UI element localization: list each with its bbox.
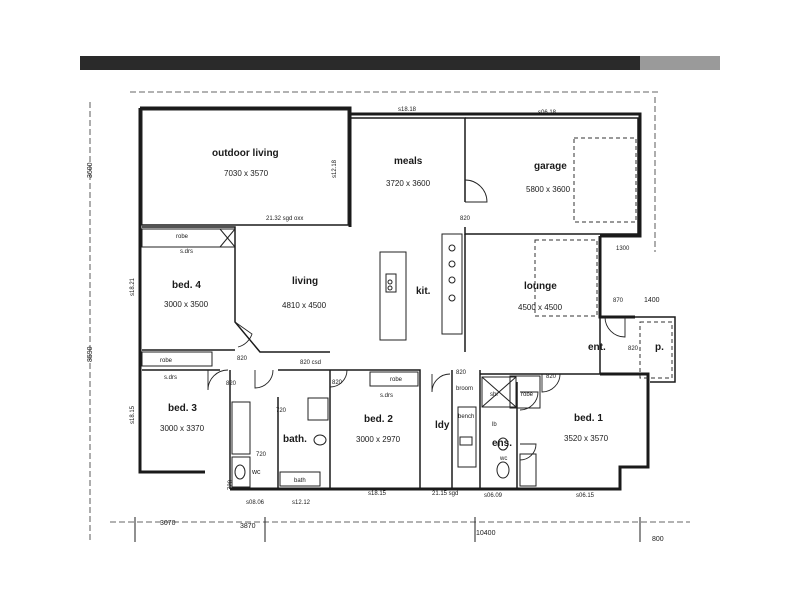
- dimension-3070: 3070: [160, 520, 176, 527]
- lb-label: lb: [492, 422, 497, 428]
- garage-car-outline: [573, 137, 637, 223]
- bath-fixture-label: bath: [294, 478, 306, 484]
- bench-label: bench: [458, 414, 474, 420]
- door-820-ldy: 820: [456, 370, 467, 376]
- door-820-bed3: 820: [226, 381, 237, 387]
- robes: [141, 228, 541, 409]
- garage-name: garage: [534, 161, 567, 172]
- outdoor-living-area: [141, 109, 349, 226]
- window-left-1: s18.21: [130, 277, 136, 296]
- bed2-size: 3000 x 2970: [356, 435, 401, 444]
- window-bottom-5: s06.15: [576, 493, 595, 499]
- bed4-size: 3000 x 3500: [164, 300, 209, 309]
- sdrs-label-bed2: s.drs: [380, 393, 393, 399]
- dimension-1300: 1300: [616, 246, 630, 252]
- porch-name: p.: [655, 342, 664, 353]
- sgd-outdoor-label: 21.32 sgd oxx: [266, 216, 303, 222]
- robe-label-bed1: robe: [521, 392, 534, 398]
- dimension-8590: 8590: [87, 346, 94, 362]
- bed3-size: 3000 x 3370: [160, 424, 205, 433]
- bed2-name: bed. 2: [364, 414, 393, 425]
- living-name: living: [292, 276, 318, 287]
- window-bottom-2: s12.12: [292, 500, 311, 506]
- window-meals: s12.18: [332, 159, 338, 178]
- interior-walls: [142, 117, 640, 489]
- meals-size: 3720 x 3600: [386, 179, 431, 188]
- door-820-meals: 820: [460, 216, 471, 222]
- door-820-bed4: 820: [237, 356, 248, 362]
- meals-name: meals: [394, 156, 423, 167]
- kitchen-name: kit.: [416, 286, 431, 297]
- door-820-bed1: 820: [546, 374, 557, 380]
- scan-header-band-fade: [640, 56, 720, 70]
- bed3-name: bed. 3: [168, 403, 197, 414]
- outdoor-living-size: 7030 x 3570: [224, 169, 269, 178]
- ensuite-name: ens.: [492, 438, 512, 449]
- bed4-name: bed. 4: [172, 280, 201, 291]
- porch-area: [635, 316, 676, 383]
- window-bottom-3: s18.15: [368, 491, 387, 497]
- sdrs-label-bed3: s.drs: [164, 375, 177, 381]
- sdrs-label-bed4: s.drs: [180, 249, 193, 255]
- door-820-bed2: 820: [332, 380, 343, 386]
- bath-name: bath.: [283, 434, 307, 445]
- dimension-800: 800: [652, 536, 664, 543]
- window-left-2: s18.15: [130, 405, 136, 424]
- wc-label-ensuite: wc: [499, 456, 507, 462]
- lounge-feature-outline: [534, 239, 598, 317]
- wc-label-main: wc: [251, 469, 261, 476]
- outdoor-living-name: outdoor living: [212, 148, 279, 159]
- window-bottom-1: s08.06: [246, 500, 265, 506]
- dimension-frame: [89, 91, 690, 542]
- kitchen-bench: [441, 233, 463, 335]
- entry-name: ent.: [588, 342, 606, 353]
- robe-label-bed3: robe: [160, 358, 173, 364]
- laundry-name: ldy: [435, 420, 450, 431]
- living-size: 4810 x 4500: [282, 301, 327, 310]
- door-820-entry: 820: [628, 346, 639, 352]
- dimension-3870: 3870: [240, 523, 256, 530]
- window-bottom-4: s06.09: [484, 493, 503, 499]
- scan-header-band: [80, 56, 720, 70]
- dimension-870: 870: [613, 298, 624, 304]
- shr-label: shr: [490, 392, 498, 398]
- dimension-3600: 3600: [87, 162, 94, 178]
- door-720-wc: 720: [256, 452, 267, 458]
- window-top-1: s18.18: [398, 107, 417, 113]
- robe-label-bed2: robe: [390, 377, 403, 383]
- bath-fixtures: [231, 376, 537, 488]
- lounge-name: lounge: [524, 281, 557, 292]
- garage-size: 5800 x 3600: [526, 185, 571, 194]
- bed1-size: 3520 x 3570: [564, 434, 609, 443]
- door-swings: [207, 179, 626, 461]
- kitchen-island: [379, 251, 407, 341]
- window-top-2: s06.18: [538, 110, 557, 116]
- broom-label: broom: [456, 386, 473, 392]
- dimension-10400: 10400: [476, 530, 496, 537]
- sgd-bottom-label: 21.15 sgd: [432, 491, 458, 497]
- robe-label-bed4: robe: [176, 234, 189, 240]
- door-720-bath: 720: [276, 408, 287, 414]
- lounge-size: 4500 x 4500: [518, 303, 563, 312]
- dimension-1400: 1400: [644, 297, 660, 304]
- dimension-720-bottom: 720: [228, 479, 234, 490]
- floor-plan-sheet: outdoor living 7030 x 3570 meals 3720 x …: [80, 56, 720, 543]
- bed1-name: bed. 1: [574, 413, 603, 424]
- csd-opening-label: 820 csd: [300, 360, 321, 366]
